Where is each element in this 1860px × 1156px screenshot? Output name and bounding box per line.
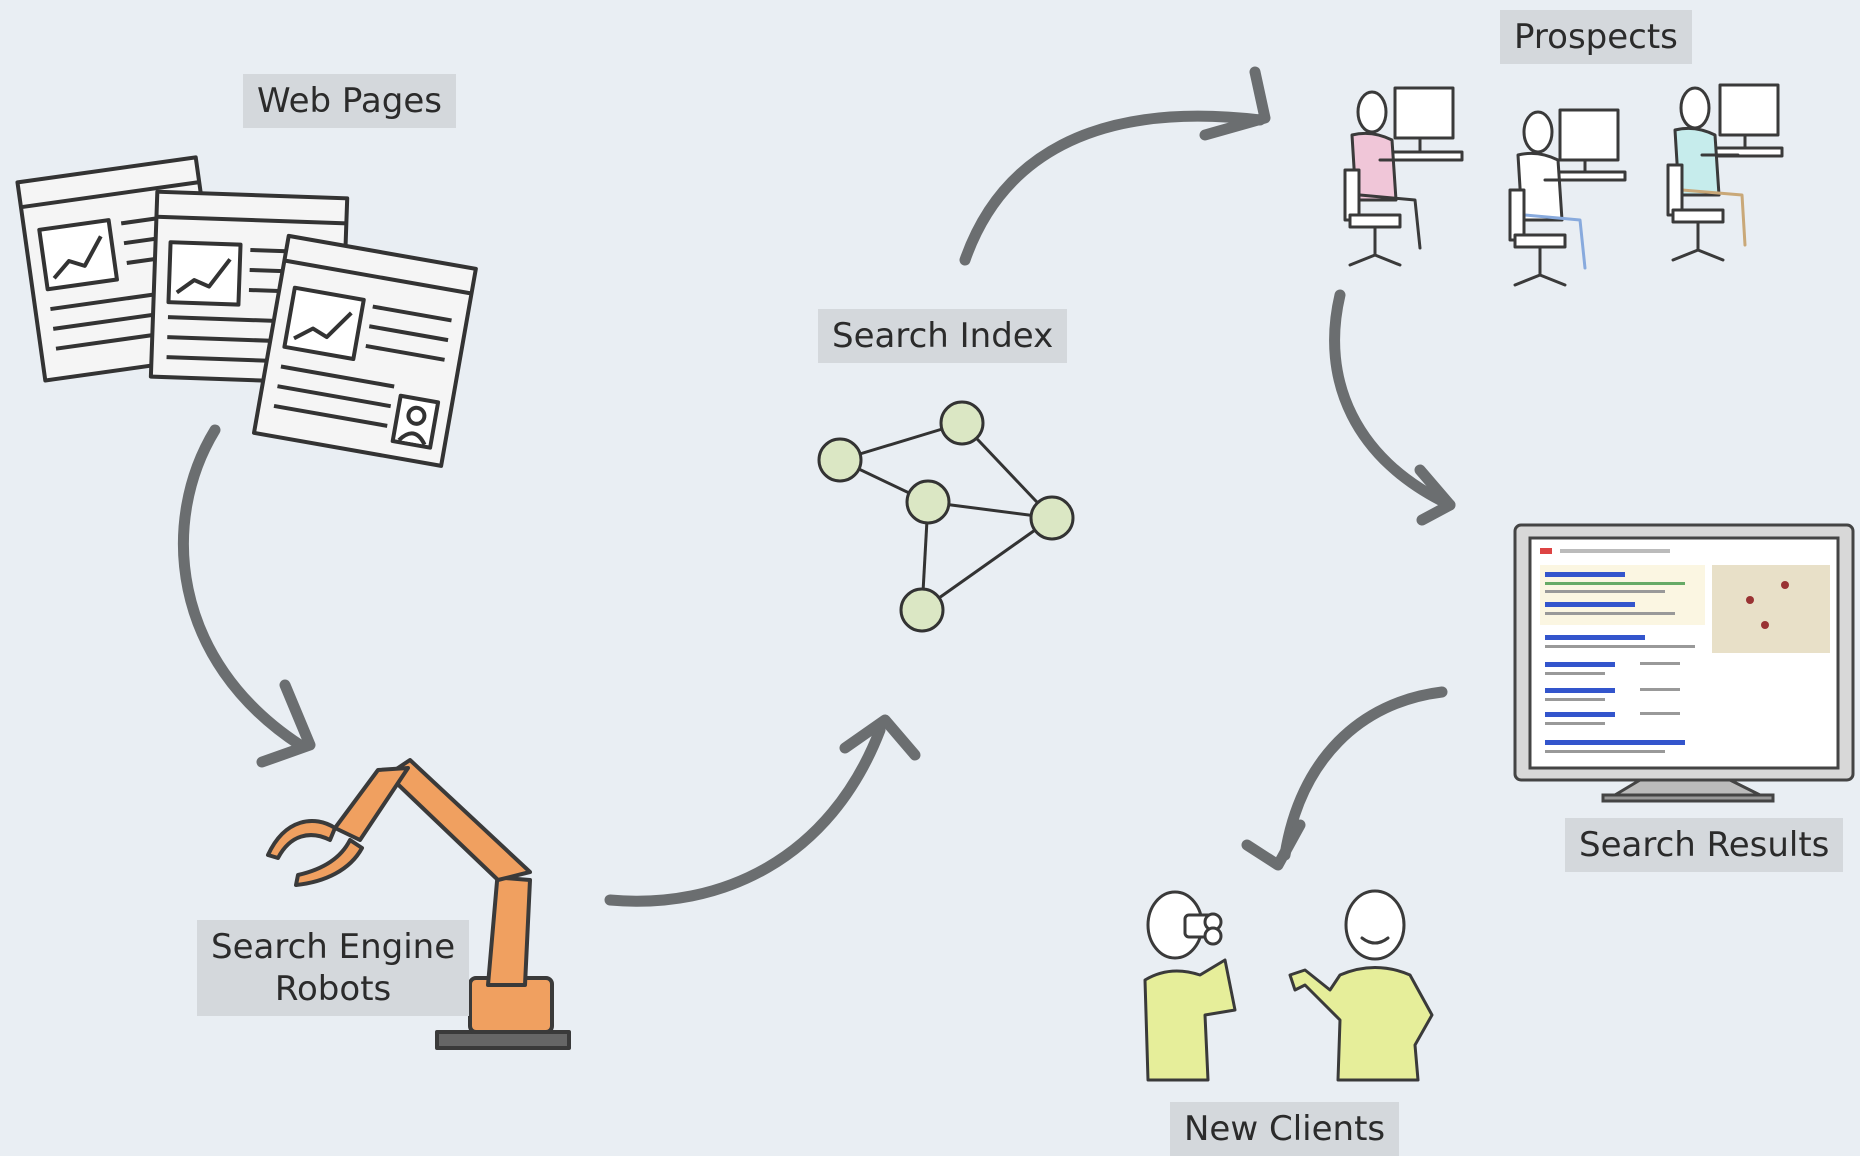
index-node xyxy=(1029,495,1075,541)
web-page-3 xyxy=(252,233,478,468)
arrow-webpages-to-robots-head xyxy=(256,679,316,768)
web-pages-icon xyxy=(15,155,478,468)
index-node xyxy=(817,437,863,483)
label-web-pages: Web Pages xyxy=(243,74,456,128)
index-node xyxy=(899,587,945,633)
flow-arrows xyxy=(177,66,1456,907)
arrow-results-to-clients xyxy=(1279,686,1448,861)
robot-arm-icon xyxy=(266,758,571,1050)
client-waving xyxy=(1288,889,1434,1082)
arrow-index-to-prospects xyxy=(959,110,1266,266)
arrow-prospects-to-results-head xyxy=(1414,464,1456,526)
client-with-binoculars xyxy=(1143,890,1237,1082)
label-search-index: Search Index xyxy=(818,309,1068,363)
arrow-webpages-to-robots xyxy=(177,424,306,751)
label-search-engine-robots: Search Engine Robots xyxy=(197,920,470,1016)
prospects-icon xyxy=(1343,83,1784,287)
robot-forearm xyxy=(333,766,410,842)
label-new-clients: New Clients xyxy=(1170,1102,1400,1156)
new-clients-icon xyxy=(1143,889,1434,1082)
robot-gripper-bottom xyxy=(294,838,364,887)
search-results-page xyxy=(1540,548,1830,753)
index-node xyxy=(939,400,985,446)
monitor-icon xyxy=(1513,523,1855,803)
label-prospects: Prospects xyxy=(1500,10,1692,64)
arrow-prospects-to-results xyxy=(1329,289,1456,511)
arrow-robots-to-index xyxy=(604,724,886,907)
index-node xyxy=(905,479,951,525)
robot-lower-arm xyxy=(486,868,532,987)
robot-gripper-top xyxy=(266,819,337,860)
label-search-results: Search Results xyxy=(1565,818,1844,872)
network-graph-icon xyxy=(817,400,1075,633)
prospect-person xyxy=(1343,86,1464,267)
robot-upper-arm xyxy=(383,758,532,882)
prospect-person xyxy=(1508,108,1627,287)
robot-base-plate xyxy=(435,1030,571,1050)
monitor-stand xyxy=(1609,778,1761,797)
arrow-results-to-clients-head xyxy=(1241,819,1306,871)
arrow-robots-to-index-head xyxy=(839,714,921,761)
arrow-index-to-prospects-head xyxy=(1199,66,1271,141)
prospect-person xyxy=(1666,83,1784,262)
